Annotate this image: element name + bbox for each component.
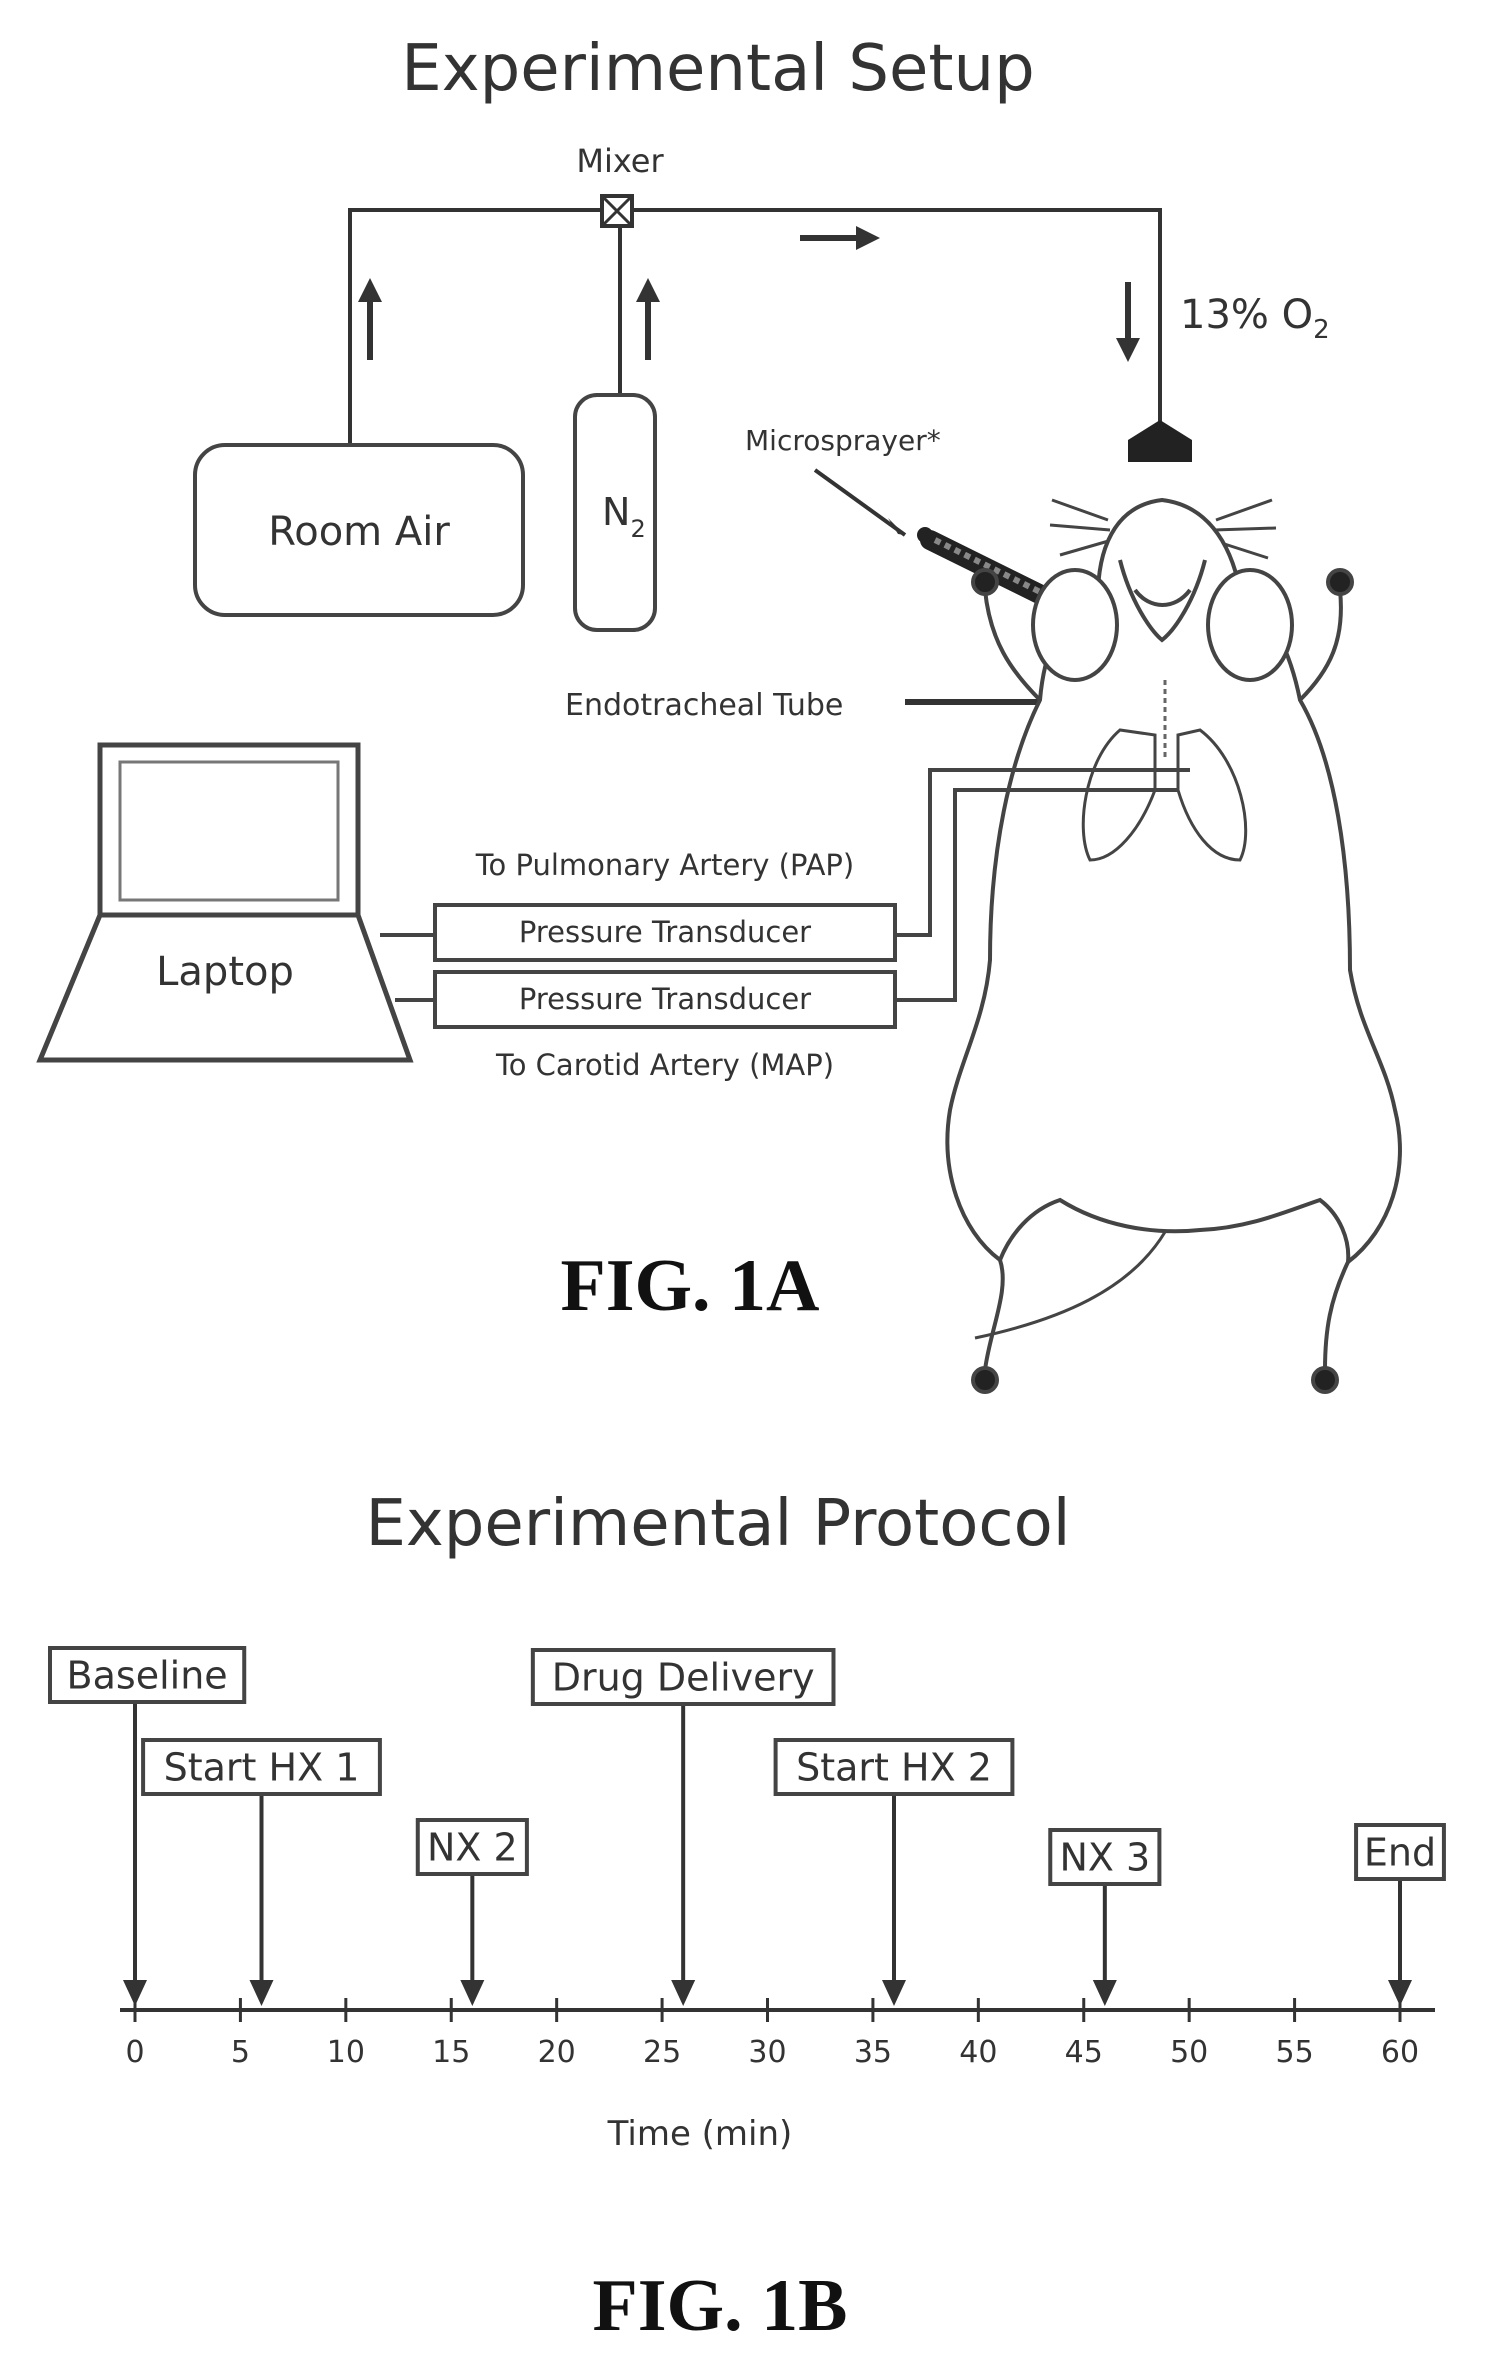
event-label: NX 2 bbox=[427, 1826, 518, 1870]
timeline-tick-label: 10 bbox=[327, 2035, 365, 2070]
timeline-tick-label: 35 bbox=[854, 2035, 892, 2070]
mixer-icon bbox=[602, 196, 632, 226]
mixer-label: Mixer bbox=[576, 142, 664, 180]
timeline-tick-label: 60 bbox=[1381, 2035, 1419, 2070]
pulmonary-artery-label: To Pulmonary Artery (PAP) bbox=[475, 848, 854, 882]
endotracheal-tube-label: Endotracheal Tube bbox=[565, 688, 843, 723]
timeline-tick-label: 20 bbox=[538, 2035, 576, 2070]
timeline-tick-label: 45 bbox=[1065, 2035, 1103, 2070]
timeline-tick-label: 25 bbox=[643, 2035, 681, 2070]
pressure-transducer-2-label: Pressure Transducer bbox=[519, 982, 811, 1016]
timeline-tick-label: 15 bbox=[432, 2035, 470, 2070]
laptop-illustration bbox=[40, 745, 410, 1060]
timeline-tick-label: 30 bbox=[748, 2035, 786, 2070]
setup-title: Experimental Setup bbox=[401, 32, 1034, 106]
pressure-transducer-1-label: Pressure Transducer bbox=[519, 915, 811, 949]
fig-1b-caption: FIG. 1B bbox=[593, 2265, 848, 2347]
event-arrowhead-icon bbox=[250, 1980, 274, 2006]
microsprayer-pointer bbox=[815, 470, 905, 535]
event-label: End bbox=[1364, 1831, 1436, 1875]
event-arrowhead-icon bbox=[882, 1980, 906, 2006]
timeline-tick-label: 50 bbox=[1170, 2035, 1208, 2070]
protocol-timeline: 0 5 10 15 20 25 30 35 40 45 50 55 60 BaselineStart HX… bbox=[50, 1648, 1444, 2070]
event-arrowhead-icon bbox=[123, 1980, 147, 2006]
flow-arrow-right-icon bbox=[800, 226, 880, 250]
event-label: NX 3 bbox=[1059, 1836, 1150, 1880]
flow-arrow-room-air-icon bbox=[358, 278, 382, 360]
event-label: Baseline bbox=[67, 1654, 228, 1698]
laptop-label: Laptop bbox=[156, 949, 294, 995]
event-arrowhead-icon bbox=[1388, 1980, 1412, 2006]
timeline-tick-label: 40 bbox=[959, 2035, 997, 2070]
room-air-label: Room Air bbox=[268, 509, 450, 555]
event-label: Start HX 2 bbox=[796, 1746, 992, 1790]
timeline-tick-label: 5 bbox=[231, 2035, 250, 2070]
event-label: Drug Delivery bbox=[552, 1656, 815, 1700]
timeline-tick-label: 0 bbox=[125, 2035, 144, 2070]
rat-illustration bbox=[947, 500, 1400, 1392]
protocol-title: Experimental Protocol bbox=[365, 1487, 1070, 1561]
carotid-artery-label: To Carotid Artery (MAP) bbox=[495, 1048, 834, 1082]
nose-cone-icon bbox=[1128, 420, 1192, 462]
fig-1a-caption: FIG. 1A bbox=[561, 1245, 820, 1327]
timeline-tick-label: 55 bbox=[1275, 2035, 1313, 2070]
flow-arrow-down-icon bbox=[1116, 282, 1140, 362]
microsprayer-label: Microsprayer* bbox=[745, 424, 941, 457]
flow-arrow-n2-icon bbox=[636, 278, 660, 360]
event-arrowhead-icon bbox=[671, 1980, 695, 2006]
event-arrowhead-icon bbox=[1093, 1980, 1117, 2006]
event-label: Start HX 1 bbox=[164, 1746, 360, 1790]
gas-line-network bbox=[350, 210, 1160, 445]
o2-label: 13% O2 bbox=[1180, 292, 1330, 345]
time-axis-label: Time (min) bbox=[607, 2114, 793, 2154]
event-arrowhead-icon bbox=[460, 1980, 484, 2006]
